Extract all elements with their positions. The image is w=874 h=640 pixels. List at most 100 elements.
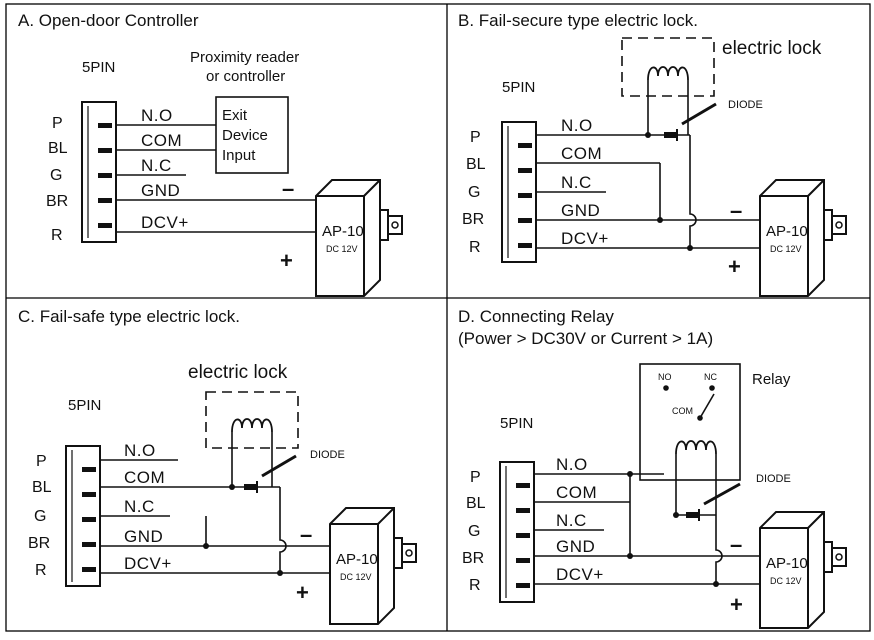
pin-label-br: BR bbox=[462, 550, 484, 567]
panel-a-wires bbox=[116, 124, 316, 233]
pin-label-bl: BL bbox=[32, 479, 52, 496]
pin-label-g: G bbox=[50, 167, 62, 184]
panel-a-pin-labels: P BL G BR R bbox=[46, 115, 68, 244]
pin-label-bl: BL bbox=[48, 140, 68, 157]
panel-b: B. Fail-secure type electric lock. elect… bbox=[458, 11, 847, 297]
pin-label-r: R bbox=[35, 562, 47, 579]
panel-b-wire-nc: N.C bbox=[561, 173, 592, 192]
panel-a-wire-com: COM bbox=[141, 131, 182, 150]
panel-b-junction-1 bbox=[645, 132, 651, 138]
panel-b-wire-com: COM bbox=[561, 144, 602, 163]
pin-label-p: P bbox=[470, 129, 481, 146]
panel-c-junction-1 bbox=[229, 484, 235, 490]
panel-grid bbox=[5, 3, 871, 632]
panel-c-diode-arrow bbox=[261, 454, 297, 478]
panel-c: C. Fail-safe type electric lock. electri… bbox=[18, 307, 417, 625]
pin-label-bl: BL bbox=[466, 495, 486, 512]
panel-b-lock-box bbox=[621, 37, 715, 97]
panel-a-title: A. Open-door Controller bbox=[18, 11, 199, 30]
panel-a-adapter-voltage: DC 12V bbox=[326, 244, 358, 254]
panel-c-junction-3 bbox=[277, 570, 283, 576]
pin-label-p: P bbox=[52, 115, 63, 132]
panel-d-relay-no: NO bbox=[658, 372, 672, 382]
panel-a-minus-sign: – bbox=[282, 176, 294, 201]
panel-d-wire-nc: N.C bbox=[556, 511, 587, 530]
panel-c-junction-2 bbox=[203, 543, 209, 549]
panel-c-connector bbox=[65, 445, 101, 587]
panel-a-connector bbox=[81, 101, 117, 243]
panel-d-title-1: D. Connecting Relay bbox=[458, 307, 614, 326]
panel-d-adapter-model: AP-10 bbox=[766, 555, 808, 572]
panel-d-title-2: (Power > DC30V or Current > 1A) bbox=[458, 329, 713, 348]
panel-d-diode-arrow bbox=[703, 482, 741, 506]
pin-label-br: BR bbox=[462, 211, 484, 228]
panel-b-wire-no: N.O bbox=[561, 116, 593, 135]
panel-b-pin-labels: P BL G BR R bbox=[462, 129, 486, 256]
panel-d-wire-gnd: GND bbox=[556, 537, 595, 556]
panel-d-relay-nc: NC bbox=[704, 372, 717, 382]
panel-a-exit-line-1: Exit bbox=[222, 107, 248, 124]
panel-b-diode bbox=[663, 128, 678, 142]
panel-d-connector bbox=[499, 461, 535, 603]
panel-d-relay-box bbox=[639, 363, 741, 481]
panel-c-plus-sign: + bbox=[296, 580, 309, 605]
panel-d-diode bbox=[685, 508, 700, 522]
panel-d-plus-sign: + bbox=[730, 592, 743, 617]
panel-c-wire-no: N.O bbox=[124, 441, 156, 460]
panel-a-reader-label-2: or controller bbox=[206, 68, 285, 85]
pin-label-g: G bbox=[468, 184, 480, 201]
panel-a-exit-device-box bbox=[215, 96, 289, 174]
panel-d-adapter-voltage: DC 12V bbox=[770, 576, 802, 586]
panel-a-plus-sign: + bbox=[280, 248, 293, 273]
panel-c-wires bbox=[100, 432, 330, 574]
panel-c-title: C. Fail-safe type electric lock. bbox=[18, 307, 240, 326]
panel-b-coil bbox=[647, 66, 689, 81]
panel-a: A. Open-door Controller 5PIN Proximity r… bbox=[18, 11, 403, 297]
panel-c-wire-com: COM bbox=[124, 468, 165, 487]
panel-b-minus-sign: – bbox=[730, 198, 742, 223]
panel-b-diode-arrow bbox=[681, 102, 717, 126]
panel-d-relay-com: COM bbox=[672, 406, 693, 416]
panel-b-adapter-voltage: DC 12V bbox=[770, 244, 802, 254]
panel-d-connector-label: 5PIN bbox=[500, 415, 533, 432]
panel-b-diode-label: DIODE bbox=[728, 99, 763, 111]
pin-label-bl: BL bbox=[466, 156, 486, 173]
panel-b-wire-gnd: GND bbox=[561, 201, 600, 220]
panel-b-plus-sign: + bbox=[728, 254, 741, 279]
panel-d-pin-labels: P BL G BR R bbox=[462, 469, 486, 594]
panel-a-adapter-model: AP-10 bbox=[322, 223, 364, 240]
panel-b-lock-label: electric lock bbox=[722, 38, 822, 59]
panel-c-lock-box bbox=[205, 391, 299, 449]
panel-c-diode-label: DIODE bbox=[310, 449, 345, 461]
pin-label-p: P bbox=[36, 453, 47, 470]
panel-c-wire-nc: N.C bbox=[124, 497, 155, 516]
panel-c-adapter-voltage: DC 12V bbox=[340, 572, 372, 582]
panel-c-connector-label: 5PIN bbox=[68, 397, 101, 414]
panel-d-wires bbox=[534, 454, 760, 585]
panel-c-wire-dcv: DCV+ bbox=[124, 554, 172, 573]
panel-d-wire-dcv: DCV+ bbox=[556, 565, 604, 584]
pin-label-br: BR bbox=[46, 193, 68, 210]
panel-a-connector-label: 5PIN bbox=[82, 59, 115, 76]
pin-label-r: R bbox=[469, 577, 481, 594]
panel-c-lock-label: electric lock bbox=[188, 362, 288, 383]
pin-label-r: R bbox=[469, 239, 481, 256]
panel-d-coil bbox=[675, 440, 717, 455]
panel-d-junction-1 bbox=[627, 471, 633, 477]
panel-d-junction-2 bbox=[627, 553, 633, 559]
panel-b-junction-3 bbox=[687, 245, 693, 251]
panel-d-minus-sign: – bbox=[730, 532, 742, 557]
panel-d-junction-4 bbox=[673, 512, 679, 518]
panel-d-wire-no: N.O bbox=[556, 455, 588, 474]
panel-a-reader-label-1: Proximity reader bbox=[190, 49, 299, 66]
panel-d-wire-com: COM bbox=[556, 483, 597, 502]
pin-label-r: R bbox=[51, 227, 63, 244]
panel-b-title: B. Fail-secure type electric lock. bbox=[458, 11, 698, 30]
panel-a-exit-line-2: Device bbox=[222, 127, 268, 144]
panel-b-connector-label: 5PIN bbox=[502, 79, 535, 96]
panel-c-coil bbox=[231, 418, 273, 433]
panel-d-relay-switch bbox=[663, 385, 715, 421]
panel-c-minus-sign: – bbox=[300, 522, 312, 547]
